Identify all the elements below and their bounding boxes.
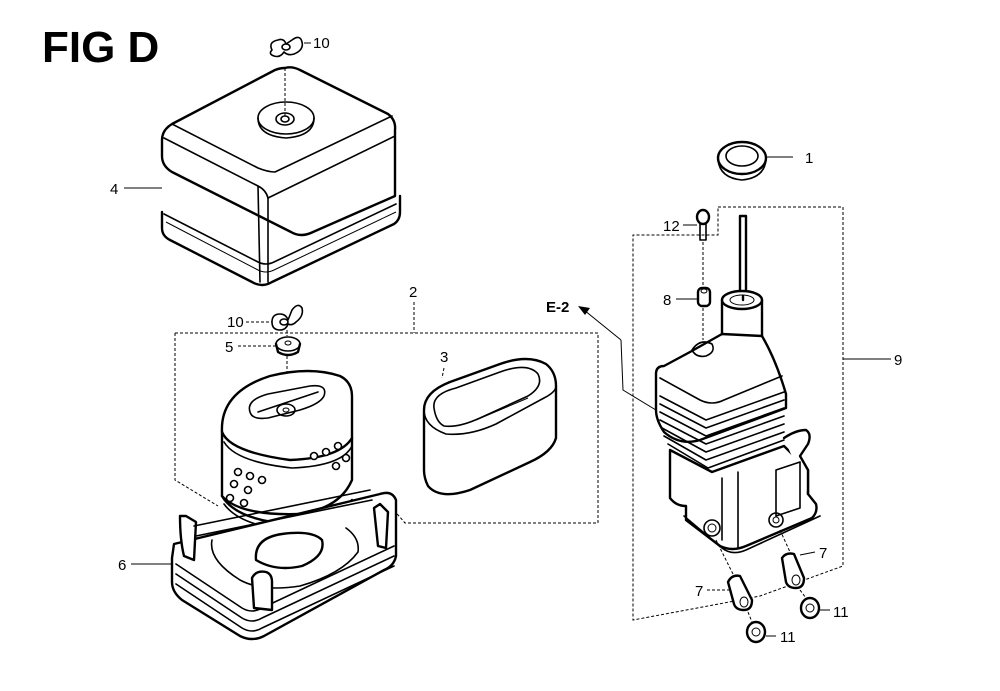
cross-reference-e2[interactable]: E-2 xyxy=(546,299,569,316)
part-9-elbow-assembly[interactable] xyxy=(654,214,821,554)
part-11-nut-right[interactable] xyxy=(799,596,821,620)
leader-7-right xyxy=(799,551,816,556)
callout-7-left: 7 xyxy=(695,583,703,600)
callout-1: 1 xyxy=(805,150,813,167)
callout-5: 5 xyxy=(225,339,233,356)
callout-10-lower: 10 xyxy=(227,314,244,331)
callout-11-right: 11 xyxy=(833,604,849,621)
callout-6: 6 xyxy=(118,557,126,574)
part-3-foam-element[interactable] xyxy=(422,357,558,496)
part-7-collar-left[interactable] xyxy=(726,574,754,612)
leader-3 xyxy=(441,367,445,379)
part-2-element-assembly[interactable] xyxy=(220,369,355,531)
callout-2: 2 xyxy=(409,284,417,301)
callout-11-left: 11 xyxy=(780,629,796,646)
part-7-collar-right[interactable] xyxy=(780,552,806,590)
part-6-air-cleaner-case[interactable] xyxy=(170,489,398,641)
part-8-collar[interactable] xyxy=(696,286,712,308)
callout-12: 12 xyxy=(663,218,680,235)
part-10-wing-nut-top[interactable] xyxy=(269,36,304,58)
assembly-2-bracket xyxy=(175,332,599,524)
callout-10-top: 10 xyxy=(313,35,330,52)
part-11-nut-left[interactable] xyxy=(745,620,767,644)
part-12-bolt[interactable] xyxy=(695,208,711,241)
part-4-air-cleaner-cover[interactable] xyxy=(160,66,402,287)
figure-title: FIG D xyxy=(42,23,160,72)
callout-7-right: 7 xyxy=(819,545,827,562)
element-holes xyxy=(225,441,351,508)
callout-8: 8 xyxy=(663,292,671,309)
part-5-grommet[interactable] xyxy=(274,336,302,357)
callout-3: 3 xyxy=(440,349,448,366)
part-10-wing-nut-lower[interactable] xyxy=(271,304,304,331)
assembly-2-bracket-left xyxy=(174,333,219,507)
callout-9: 9 xyxy=(894,352,902,369)
part-1-seal-ring[interactable] xyxy=(716,140,768,181)
callout-4: 4 xyxy=(110,181,118,198)
